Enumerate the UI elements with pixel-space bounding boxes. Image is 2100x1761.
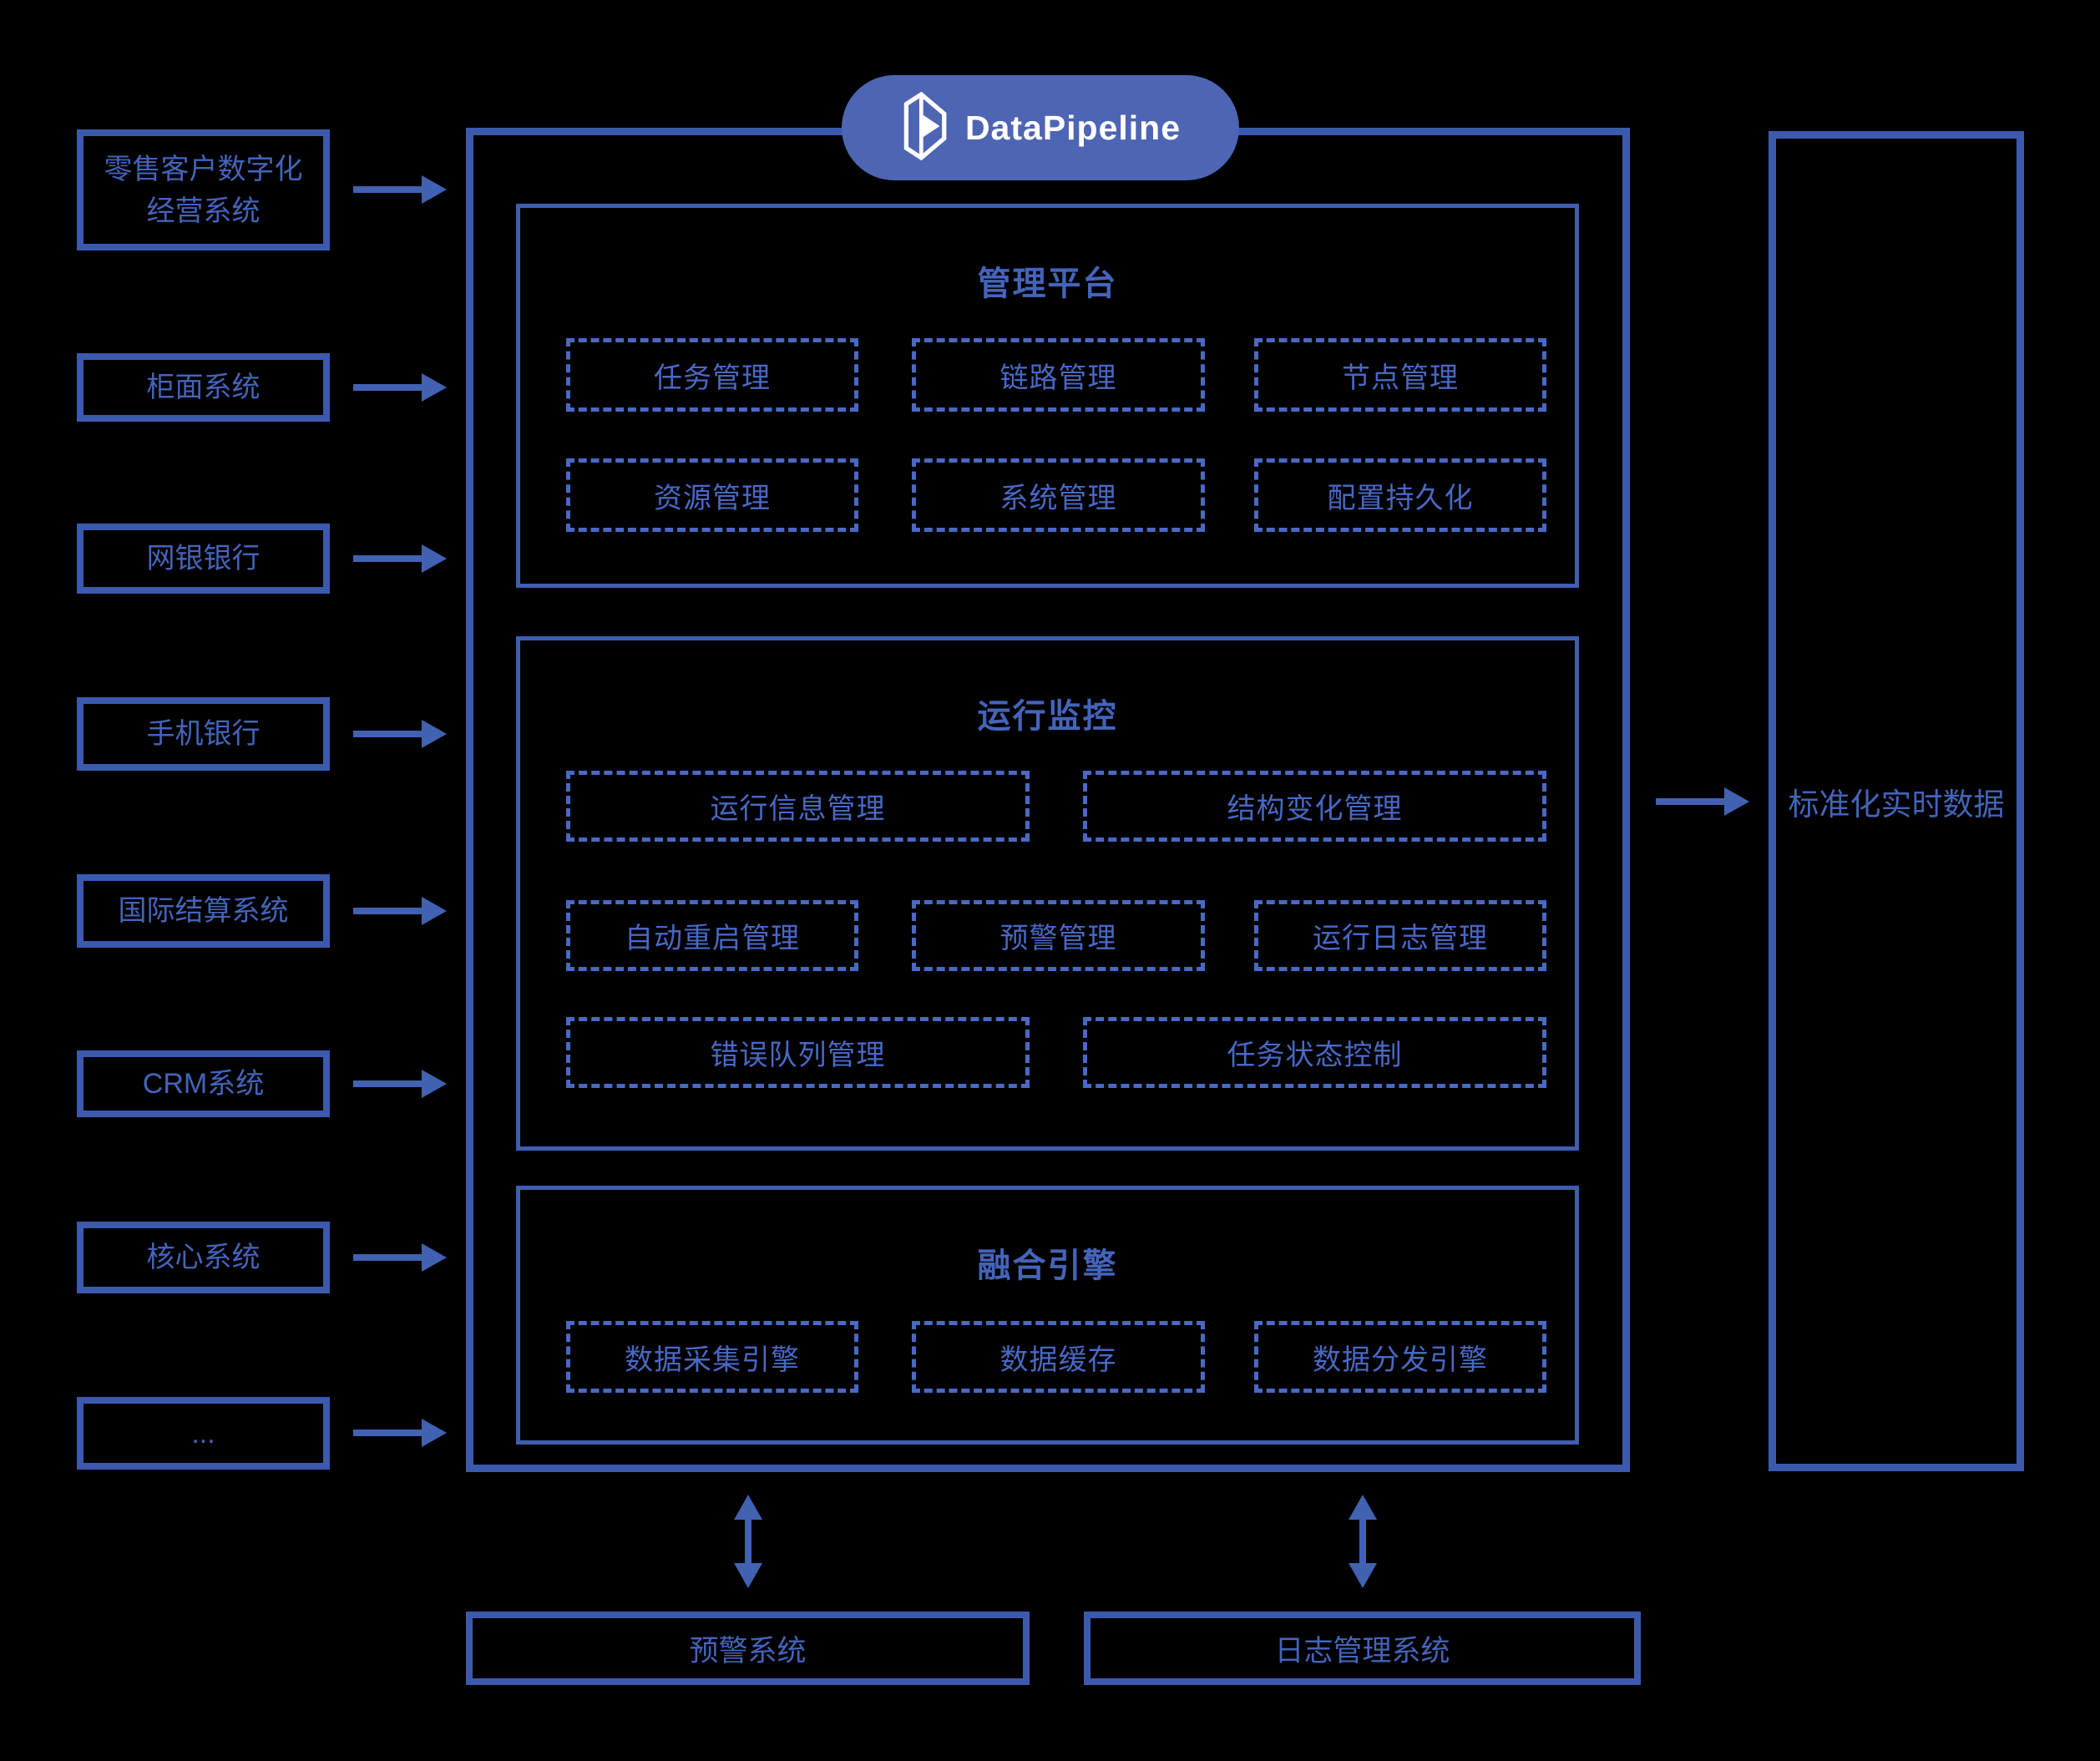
chip-label: 预警管理 [999, 923, 1117, 954]
section-management-platform: 管理平台 [516, 204, 1579, 588]
chip-auto-restart-management: 自动重启管理 [566, 900, 858, 971]
arrow-source-2-icon [353, 373, 447, 402]
arrow-source-8-icon [353, 1419, 447, 1447]
section-fusion-engine: 融合引擎 [516, 1186, 1579, 1445]
chip-label: 数据采集引擎 [625, 1344, 800, 1376]
chip-label: 链路管理 [999, 362, 1117, 394]
badge-label: DataPipeline [964, 108, 1182, 147]
output-label: 标准化实时数据 [1788, 787, 2005, 822]
chip-label: 数据分发引擎 [1313, 1344, 1488, 1376]
chip-label: 错误队列管理 [710, 1040, 886, 1071]
chip-label: 任务管理 [654, 362, 771, 394]
chip-data-cache: 数据缓存 [912, 1321, 1205, 1393]
arrow-source-4-icon [353, 720, 447, 748]
chip-label: 资源管理 [654, 482, 771, 514]
section-title: 运行监控 [977, 698, 1118, 735]
chip-resource-management: 资源管理 [566, 458, 858, 532]
chip-label: 节点管理 [1342, 362, 1459, 394]
arrow-source-3-icon [353, 544, 447, 573]
source-online-banking: 网银银行 [77, 524, 330, 594]
chip-node-management: 节点管理 [1254, 338, 1546, 412]
chip-label: 运行信息管理 [710, 793, 886, 825]
arrow-log-system-icon [1348, 1495, 1378, 1588]
chip-label: 自动重启管理 [625, 923, 800, 954]
source-label: 核心系统 [146, 1242, 261, 1273]
bottom-box-label: 预警系统 [689, 1634, 807, 1667]
source-crm-system: CRM系统 [77, 1050, 330, 1117]
datapipeline-badge: DataPipeline [842, 75, 1239, 180]
chip-label: 配置持久化 [1327, 482, 1474, 514]
section-runtime-monitoring: 运行监控 [516, 636, 1579, 1151]
source-label: 网银银行 [146, 543, 261, 574]
chip-system-management: 系统管理 [912, 458, 1205, 532]
bottom-box-label: 日志管理系统 [1274, 1634, 1450, 1667]
chip-runtime-info-management: 运行信息管理 [566, 771, 1030, 842]
alert-system-box: 预警系统 [466, 1612, 1030, 1685]
chip-runtime-log-management: 运行日志管理 [1254, 900, 1546, 971]
source-label: 手机银行 [146, 718, 261, 750]
source-label: 零售客户数字化 经营系统 [104, 153, 303, 227]
source-label: 国际结算系统 [118, 895, 289, 927]
source-retail-digital-system: 零售客户数字化 经营系统 [77, 129, 330, 250]
chip-error-queue-management: 错误队列管理 [566, 1017, 1030, 1088]
arrow-source-1-icon [353, 175, 447, 204]
chip-schema-change-management: 结构变化管理 [1083, 771, 1546, 842]
source-label: 柜面系统 [146, 372, 261, 403]
chip-alert-management: 预警管理 [912, 900, 1205, 971]
source-core-system: 核心系统 [77, 1222, 330, 1293]
chip-data-distribution-engine: 数据分发引擎 [1254, 1321, 1546, 1393]
source-label: ... [191, 1417, 215, 1450]
source-intl-settlement-system: 国际结算系统 [77, 874, 330, 948]
source-label: CRM系统 [142, 1068, 265, 1100]
arrow-alert-system-icon [733, 1495, 763, 1588]
arrow-source-6-icon [353, 1070, 447, 1098]
source-counter-system: 柜面系统 [77, 353, 330, 422]
section-title: 融合引擎 [977, 1247, 1118, 1284]
arrow-to-output-icon [1656, 787, 1749, 816]
source-mobile-banking: 手机银行 [77, 697, 330, 771]
chip-label: 运行日志管理 [1313, 923, 1488, 954]
output-standardized-realtime-data: 标准化实时数据 [1769, 131, 2024, 1471]
source-more-systems: ... [77, 1397, 330, 1470]
section-title: 管理平台 [977, 266, 1118, 302]
chip-label: 系统管理 [999, 482, 1117, 514]
chip-link-management: 链路管理 [912, 338, 1205, 412]
log-management-system-box: 日志管理系统 [1084, 1612, 1641, 1685]
chip-label: 数据缓存 [999, 1344, 1117, 1376]
chip-task-state-control: 任务状态控制 [1083, 1017, 1546, 1088]
chip-label: 任务状态控制 [1227, 1040, 1403, 1071]
chip-data-collection-engine: 数据采集引擎 [566, 1321, 858, 1393]
chip-task-management: 任务管理 [566, 338, 858, 412]
datapipeline-logo-icon [900, 88, 949, 169]
arrow-source-7-icon [353, 1243, 447, 1272]
arrow-source-5-icon [353, 897, 447, 925]
chip-config-persistence: 配置持久化 [1254, 458, 1546, 532]
chip-label: 结构变化管理 [1227, 793, 1403, 825]
